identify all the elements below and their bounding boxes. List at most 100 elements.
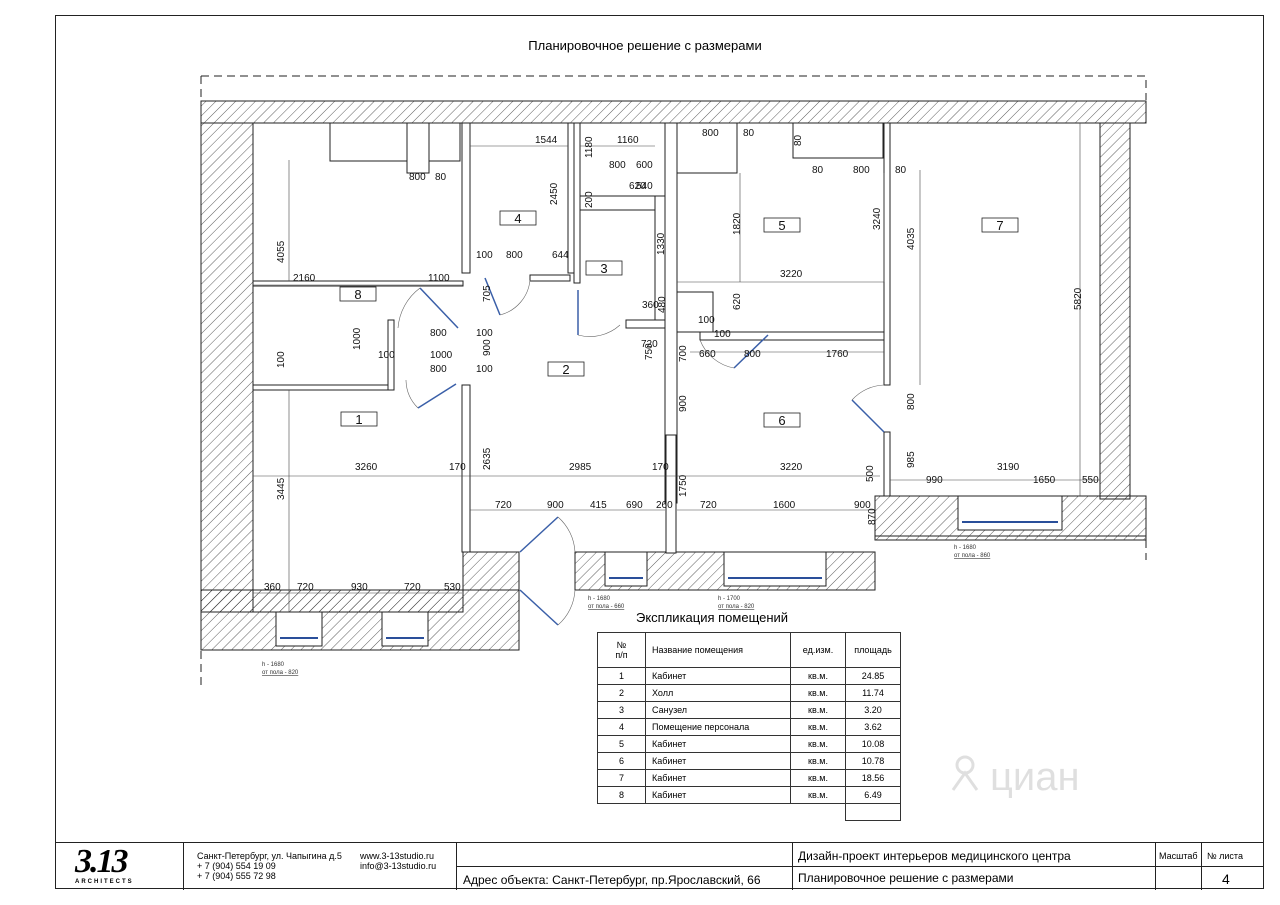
- dimension-label: 3190: [997, 462, 1020, 473]
- dimension-label: 100: [476, 364, 493, 375]
- dimension-lines: [253, 123, 1100, 612]
- dimension-label: 1100: [428, 273, 450, 284]
- dimension-label: 1600: [773, 500, 796, 511]
- sheet-no-label: № листа: [1207, 851, 1243, 861]
- header-area: площадь: [845, 632, 901, 668]
- room-tag-4: 4: [514, 211, 521, 226]
- studio-logo: 3.13 ARCHITECTS: [75, 845, 155, 887]
- studio-contacts: Санкт-Петербург, ул. Чапыгина д.5 + 7 (9…: [197, 851, 342, 881]
- dimension-label: 690: [626, 500, 643, 511]
- dimension-label: 100: [276, 351, 287, 368]
- table-empty-row: [598, 803, 901, 821]
- cell-name: Холл: [645, 684, 791, 702]
- cell-num: 6: [597, 752, 646, 770]
- dimension-label: 900: [482, 339, 493, 356]
- dimension-label: 1000: [352, 327, 363, 350]
- dimension-label: 100: [476, 250, 493, 261]
- room-tag-5: 5: [778, 218, 785, 233]
- window-notes: h - 1680 от пола - 820 h - 1680 от пола …: [262, 545, 991, 676]
- sheet-title: Планировочное решение с размерами: [528, 38, 762, 53]
- dimension-label: 1544: [535, 135, 558, 146]
- dimension-label: 800: [906, 393, 917, 410]
- logo-sub: ARCHITECTS: [75, 879, 134, 885]
- dimension-label: 100: [476, 328, 493, 339]
- room-tag-2: 2: [562, 362, 569, 377]
- dimension-label: 705: [482, 285, 493, 302]
- cell-unit: кв.м.: [790, 667, 846, 685]
- dimension-label: 80: [812, 165, 824, 176]
- dimension-label: 530: [444, 582, 461, 593]
- cell-area: 10.78: [845, 752, 901, 770]
- dimension-label: 870: [867, 508, 878, 525]
- window-note-floor: от пола - 820: [718, 604, 755, 610]
- window-note-h: h - 1680: [954, 545, 977, 551]
- window-note-floor: от пола - 660: [588, 604, 625, 610]
- dimension-label: 80: [435, 172, 447, 183]
- cell-name: Санузел: [645, 701, 791, 719]
- dimension-label: 100: [698, 315, 715, 326]
- dimension-label: 600: [636, 160, 653, 171]
- drawing-sheet: [55, 15, 1264, 889]
- dimension-label: 4055: [276, 240, 287, 263]
- dimension-label: 620: [629, 181, 646, 192]
- dimension-label: 720: [297, 582, 314, 593]
- dimension-label: 1650: [1033, 475, 1056, 486]
- dimension-label: 415: [590, 500, 607, 511]
- cell-num: 4: [597, 718, 646, 736]
- cell-unit: кв.м.: [790, 684, 846, 702]
- cell-area: 11.74: [845, 684, 901, 702]
- cell-num: 8: [597, 786, 646, 804]
- window-note-floor: от пола - 820: [262, 670, 299, 676]
- header-name: Название помещения: [645, 632, 791, 668]
- cell-area: 24.85: [845, 667, 901, 685]
- studio-address: Санкт-Петербург, ул. Чапыгина д.5: [197, 851, 342, 861]
- cell-name: Кабинет: [645, 786, 791, 804]
- cell-name: Кабинет: [645, 735, 791, 753]
- window-note-h: h - 1700: [718, 596, 741, 602]
- dimension-label: 900: [547, 500, 564, 511]
- dimension-label: 660: [699, 349, 716, 360]
- dimension-label: 2985: [569, 462, 592, 473]
- dimension-label: 1760: [826, 349, 849, 360]
- studio-email: info@3-13studio.ru: [360, 861, 437, 871]
- dimension-label: 360: [264, 582, 281, 593]
- studio-phone-1: + 7 (904) 554 19 09: [197, 861, 276, 871]
- dimension-label: 620: [732, 293, 743, 310]
- dimension-label: 750: [644, 343, 655, 360]
- dimension-label: 900: [678, 395, 689, 412]
- dimension-label: 930: [351, 582, 368, 593]
- dimension-label: 1160: [617, 135, 639, 146]
- cell-unit: кв.м.: [790, 718, 846, 736]
- dimension-label: 800: [430, 328, 447, 339]
- dimension-label: 720: [700, 500, 717, 511]
- dimension-label: 985: [906, 451, 917, 468]
- cell-name: Кабинет: [645, 667, 791, 685]
- watermark-text: циан: [990, 755, 1080, 799]
- dimension-label: 5820: [1073, 287, 1084, 310]
- dimension-label: 2450: [549, 182, 560, 205]
- watermark: циан: [951, 755, 1080, 799]
- dimension-label: 990: [926, 475, 943, 486]
- explication-table: № п/п Название помещения ед.изм. площадь…: [597, 632, 901, 821]
- dimension-label: 3260: [355, 462, 378, 473]
- cell-num: 5: [597, 735, 646, 753]
- cell-unit: кв.м.: [790, 769, 846, 787]
- dimension-label: 644: [552, 250, 569, 261]
- studio-phone-2: + 7 (904) 555 72 98: [197, 871, 276, 881]
- dimension-label: 360: [642, 300, 659, 311]
- dimension-label: 800: [853, 165, 870, 176]
- cell-unit: кв.м.: [790, 752, 846, 770]
- header-num: № п/п: [597, 632, 646, 668]
- explication-title: Экспликация помещений: [636, 610, 789, 625]
- dimension-label: 1180: [584, 136, 595, 158]
- cell-unit: кв.м.: [790, 786, 846, 804]
- room-tag-8: 8: [354, 287, 361, 302]
- dimension-label: 800: [702, 128, 719, 139]
- dimension-label: 720: [404, 582, 421, 593]
